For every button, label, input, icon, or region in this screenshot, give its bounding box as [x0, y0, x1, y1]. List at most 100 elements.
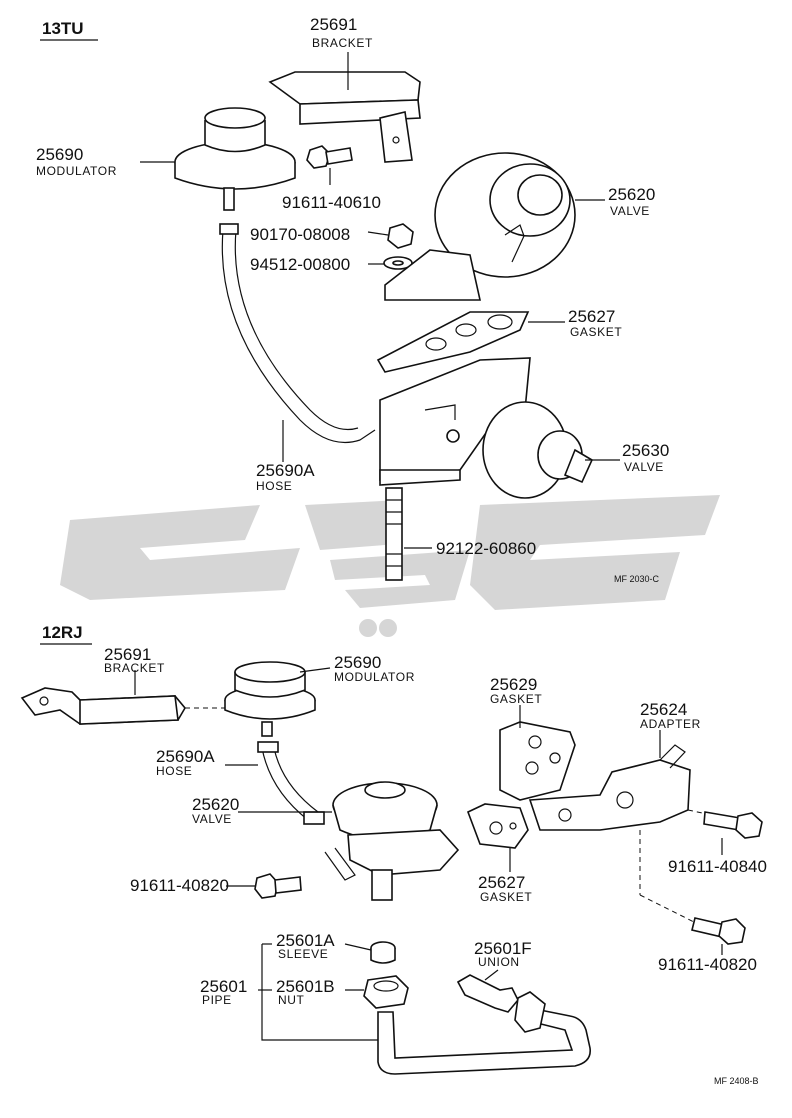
sleeve-part	[370, 941, 396, 964]
svg-text:25690: 25690	[36, 145, 83, 164]
hose-end	[303, 811, 325, 825]
union-part	[456, 974, 519, 1013]
figure-code: MF 2030-C	[614, 574, 660, 584]
svg-text:SLEEVE: SLEEVE	[278, 947, 328, 961]
hose-part	[234, 229, 359, 431]
stud-part	[385, 487, 403, 581]
leader-line	[344, 943, 372, 951]
nut-part	[387, 223, 414, 249]
callout-washer: 94512-00800	[250, 255, 350, 274]
hose-end	[257, 741, 279, 753]
leader-line	[299, 667, 331, 673]
callout-modulator: 25690 MODULATOR	[36, 145, 117, 178]
callout-modulator: 25690 MODULATOR	[334, 653, 415, 684]
svg-text:GASKET: GASKET	[490, 692, 542, 706]
svg-text:VALVE: VALVE	[192, 812, 232, 826]
bracket-part	[268, 71, 421, 163]
callout-bracket: 25691 BRACKET	[310, 15, 373, 50]
pipe-part	[377, 1007, 592, 1075]
callout-sleeve: 25601A SLEEVE	[276, 931, 335, 961]
svg-text:PIPE: PIPE	[202, 993, 232, 1007]
svg-text:25691: 25691	[310, 15, 357, 34]
adapter-part	[528, 744, 691, 831]
section-title-13tu: 13TU	[42, 19, 84, 38]
leader-line	[367, 231, 389, 236]
svg-text:25627: 25627	[478, 873, 525, 892]
svg-text:GASKET: GASKET	[570, 325, 622, 339]
callout-bracket: 25691 BRACKET	[104, 645, 165, 675]
svg-text:25601: 25601	[200, 977, 247, 996]
callout-gasket-lower: 25627 GASKET	[478, 873, 532, 904]
svg-text:25620: 25620	[192, 795, 239, 814]
washer-part	[383, 256, 413, 270]
hose-part	[273, 747, 319, 813]
callout-adapter: 25624 ADAPTER	[640, 700, 701, 731]
svg-text:GASKET: GASKET	[480, 890, 532, 904]
svg-text:25629: 25629	[490, 675, 537, 694]
figure-code: MF 2408-B	[714, 1076, 759, 1086]
gasket-upper-part	[499, 721, 576, 801]
bolt-part	[306, 145, 353, 169]
bolt-right-upper-part	[703, 811, 763, 839]
hose-end	[219, 223, 239, 235]
hose-part	[221, 229, 376, 444]
callout-gasket: 25627 GASKET	[568, 307, 622, 339]
svg-text:VALVE: VALVE	[624, 460, 664, 474]
watermark-logo-icon	[60, 495, 720, 637]
valve-lower-part	[379, 357, 594, 499]
gasket-lower-part	[466, 803, 529, 849]
leader-line	[261, 944, 378, 1041]
callout-valve-upper: 25620 VALVE	[608, 185, 655, 218]
bracket-part	[20, 687, 186, 725]
callout-bolt-right-upper: 91611-40840	[668, 857, 767, 876]
callout-valve-lower: 25630 VALVE	[622, 441, 669, 474]
callout-stud: 92122-60860	[436, 539, 536, 558]
leader-line	[484, 969, 499, 981]
callout-valve: 25620 VALVE	[192, 795, 239, 826]
callout-hose: 25690A HOSE	[256, 461, 315, 493]
svg-text:25691: 25691	[104, 645, 151, 664]
hose-part	[261, 747, 309, 821]
callout-gasket-upper: 25629 GASKET	[490, 675, 542, 706]
svg-text:NUT: NUT	[278, 993, 305, 1007]
svg-text:25601A: 25601A	[276, 931, 335, 950]
svg-text:25630: 25630	[622, 441, 669, 460]
svg-text:25627: 25627	[568, 307, 615, 326]
svg-text:MODULATOR: MODULATOR	[334, 670, 415, 684]
section-title-12rj: 12RJ	[42, 623, 83, 642]
svg-text:HOSE: HOSE	[256, 479, 292, 493]
svg-text:25690: 25690	[334, 653, 381, 672]
pipe-fitting	[514, 991, 546, 1033]
callout-pipe: 25601 PIPE	[200, 977, 247, 1007]
modulator-part	[174, 107, 296, 211]
svg-text:25690A: 25690A	[156, 747, 215, 766]
callout-nut: 90170-08008	[250, 225, 350, 244]
callout-bolt-right-lower: 91611-40820	[658, 955, 757, 974]
svg-text:ADAPTER: ADAPTER	[640, 717, 701, 731]
svg-text:25624: 25624	[640, 700, 687, 719]
callout-bolt: 91611-40610	[282, 193, 381, 212]
callout-hose: 25690A HOSE	[156, 747, 215, 778]
bolt-right-lower-part	[691, 917, 746, 945]
nut-pipe-part	[363, 975, 409, 1009]
valve-upper-part	[384, 152, 576, 301]
svg-text:MODULATOR: MODULATOR	[36, 164, 117, 178]
svg-text:VALVE: VALVE	[610, 204, 650, 218]
svg-text:BRACKET: BRACKET	[104, 661, 165, 675]
assembly-line	[639, 894, 701, 926]
svg-text:25601F: 25601F	[474, 939, 532, 958]
svg-text:25690A: 25690A	[256, 461, 315, 480]
callout-nut: 25601B NUT	[276, 977, 335, 1007]
modulator-part	[224, 661, 316, 737]
gasket-part	[376, 311, 530, 373]
svg-text:BRACKET: BRACKET	[312, 36, 373, 50]
valve-part	[324, 781, 460, 901]
svg-text:25601B: 25601B	[276, 977, 335, 996]
callout-union: 25601F UNION	[474, 939, 532, 969]
bolt-left-part	[254, 873, 302, 899]
svg-text:UNION: UNION	[478, 955, 520, 969]
svg-text:25620: 25620	[608, 185, 655, 204]
callout-bolt-left: 91611-40820	[130, 876, 229, 895]
svg-text:HOSE: HOSE	[156, 764, 192, 778]
